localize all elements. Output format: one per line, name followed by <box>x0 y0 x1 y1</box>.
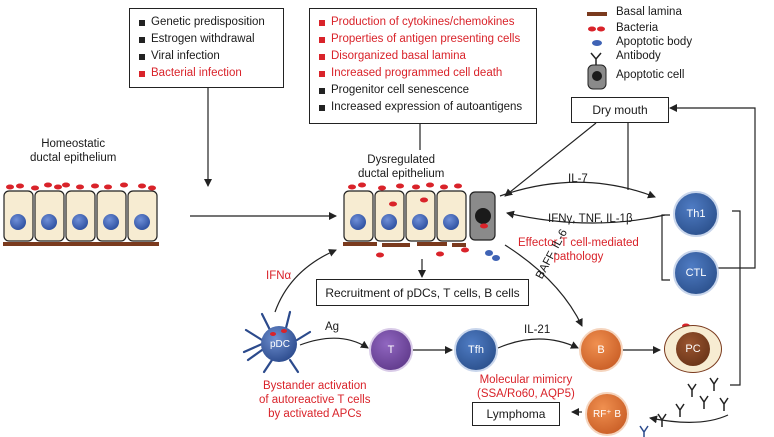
b-cell-label: B <box>597 344 605 356</box>
b-cell: B <box>579 328 623 372</box>
dysfunction-item: Production of cytokines/chemokines <box>319 14 536 31</box>
antigen-label: Ag <box>325 321 340 333</box>
dry-mouth-box: Dry mouth <box>571 97 669 123</box>
th1-cell-label: Th1 <box>686 208 706 220</box>
dysregulated-epithelium <box>343 182 500 261</box>
molecular-mimicry-label: Molecular mimicry (SSA/Ro60, AQP5) <box>477 374 575 400</box>
tfh-cell-label: Tfh <box>468 344 484 356</box>
legend-apoptotic-cell: Apoptotic cell <box>616 69 685 81</box>
dysregulated-label: Dysregulated ductal epithelium <box>358 154 445 180</box>
risk-factor-item: Bacterial infection <box>139 65 283 82</box>
ifn-tnf-label: IFNγ, TNF, IL-1β <box>548 213 633 225</box>
il7-label: IL-7 <box>568 173 588 185</box>
th1-cell: Th1 <box>673 191 719 237</box>
ctl-cell-label: CTL <box>685 267 707 279</box>
rf-b-cell: RF⁺ B <box>585 392 629 436</box>
legend-basal-lamina: Basal lamina <box>616 6 682 18</box>
plasma-cell-nucleus: PC <box>676 332 710 366</box>
lymphoma-box: Lymphoma <box>472 402 560 426</box>
risk-factor-item: Viral infection <box>139 48 283 65</box>
pdc-label: pDC <box>269 338 290 350</box>
plasma-cell: PC <box>664 325 722 373</box>
risk-factor-item: Genetic predisposition <box>139 14 283 31</box>
ifna-label: IFNα <box>266 270 292 282</box>
dysfunction-item: Properties of antigen presenting cells <box>319 31 536 48</box>
tfh-cell: Tfh <box>454 328 498 372</box>
dysfunction-item: Increased programmed cell death <box>319 65 536 82</box>
dysfunction-item: Increased expression of autoantigens <box>319 99 536 116</box>
t-cell-label: T <box>387 344 395 356</box>
bystander-activation-label: Bystander activation of autoreactive T c… <box>259 380 371 420</box>
rf-b-cell-label: RF⁺ B <box>592 408 622 420</box>
antibodies-icon <box>657 377 729 427</box>
homeostatic-epithelium <box>3 182 159 246</box>
legend-antibody: Antibody <box>616 50 661 62</box>
recruitment-box: Recruitment of pDCs, T cells, B cells <box>316 279 529 306</box>
risk-factors-box: Genetic predisposition Estrogen withdraw… <box>129 8 284 88</box>
risk-factor-item: Estrogen withdrawal <box>139 31 283 48</box>
legend-bacteria: Bacteria <box>616 22 659 34</box>
epithelial-dysfunction-box: Production of cytokines/chemokines Prope… <box>309 8 537 124</box>
effector-pathology-label: Effector T cell-mediated pathology <box>518 237 639 263</box>
dysfunction-item: Disorganized basal lamina <box>319 48 536 65</box>
ctl-cell: CTL <box>673 250 719 296</box>
legend-apoptotic-body: Apoptotic body <box>616 36 693 48</box>
il21-label: IL-21 <box>524 324 551 336</box>
homeostatic-label: Homeostatic ductal epithelium <box>30 138 117 164</box>
plasma-cell-label: PC <box>685 343 701 355</box>
dysfunction-item: Progenitor cell senescence <box>319 82 536 99</box>
pdc-cell <box>242 310 312 374</box>
t-cell: T <box>369 328 413 372</box>
